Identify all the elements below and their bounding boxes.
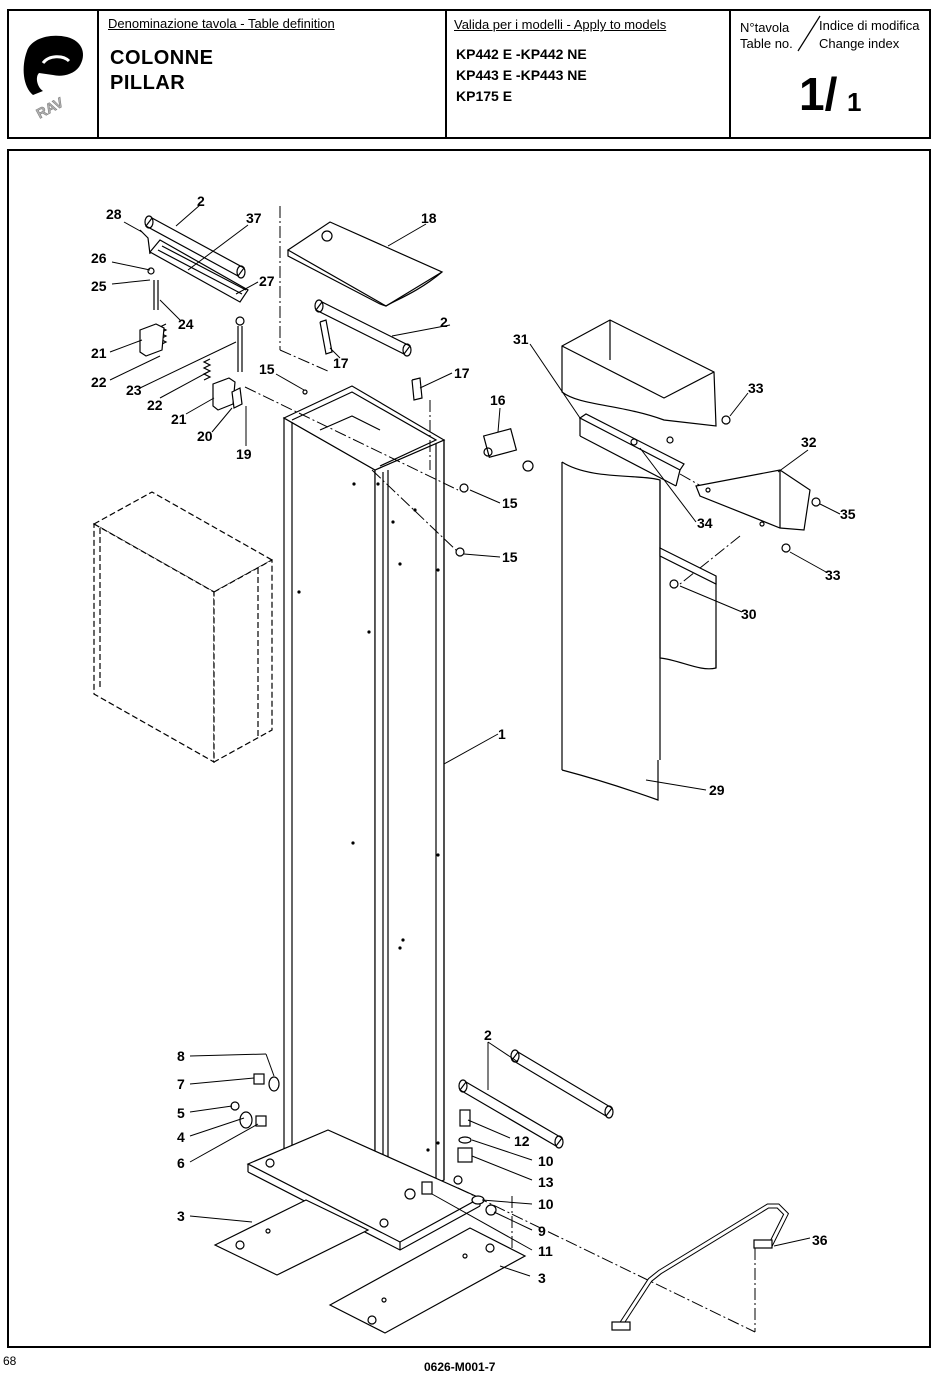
bracket-17-right xyxy=(411,377,423,401)
callout-29: 29 xyxy=(709,782,725,798)
table-number: 1/ xyxy=(799,68,838,120)
callout-13: 13 xyxy=(538,1174,554,1190)
callout-33-lower: 33 xyxy=(825,567,841,583)
cover-rail-31 xyxy=(578,413,685,487)
callout-2-top: 2 xyxy=(197,193,205,209)
model-line-1: KP442 E -KP442 NE xyxy=(456,46,587,62)
callout-17-left: 17 xyxy=(333,355,349,371)
rollers-lower xyxy=(458,1049,614,1149)
table-definition-label: Denominazione tavola - Table definition xyxy=(108,16,335,31)
diagonal-divider xyxy=(797,15,821,52)
arm-housing-cover xyxy=(561,319,717,427)
side-panel-29 xyxy=(561,461,717,801)
roller-middle xyxy=(314,299,412,357)
pins-and-springs xyxy=(139,267,245,411)
leader-lines xyxy=(109,204,841,1277)
change-index-label-it: Indice di modifica xyxy=(819,18,920,33)
rod-36 xyxy=(611,1203,790,1331)
control-box-dashed xyxy=(92,491,274,764)
callout-20: 20 xyxy=(197,428,213,444)
callout-27: 27 xyxy=(259,273,275,289)
roller-assembly-top xyxy=(139,215,249,303)
callout-3-right: 3 xyxy=(538,1270,546,1286)
callout-1: 1 xyxy=(498,726,506,742)
floor-bar-left xyxy=(213,1199,370,1276)
callout-35: 35 xyxy=(840,506,856,522)
callout-23: 23 xyxy=(126,382,142,398)
callout-5: 5 xyxy=(177,1105,185,1121)
callout-19: 19 xyxy=(236,446,252,462)
change-index-label-en: Change index xyxy=(819,36,900,51)
callout-12: 12 xyxy=(514,1133,530,1149)
callout-34: 34 xyxy=(697,515,713,531)
callout-16: 16 xyxy=(490,392,506,408)
callout-30: 30 xyxy=(741,606,757,622)
motor-16 xyxy=(482,428,534,472)
callout-26: 26 xyxy=(91,250,107,266)
callout-22-left: 22 xyxy=(91,374,107,390)
bracket-17-left xyxy=(319,319,333,355)
title-english: PILLAR xyxy=(110,72,186,94)
callout-22-right: 22 xyxy=(147,397,163,413)
change-index-number: 1 xyxy=(847,87,862,117)
callout-9: 9 xyxy=(538,1223,546,1239)
logo-cell: RAV xyxy=(9,11,97,137)
apply-models-label: Valida per i modelli - Apply to models xyxy=(454,17,667,32)
floor-bar-right xyxy=(328,1227,527,1334)
callout-21-right: 21 xyxy=(171,411,187,427)
small-hardware-lower xyxy=(230,1073,497,1216)
callout-7: 7 xyxy=(177,1076,185,1092)
screws xyxy=(302,389,821,557)
top-cover xyxy=(286,221,444,307)
model-line-2: KP443 E -KP443 NE xyxy=(456,67,587,83)
callout-32: 32 xyxy=(801,434,817,450)
callout-18: 18 xyxy=(421,210,437,226)
callout-15-lower: 15 xyxy=(502,549,518,565)
callout-21-left: 21 xyxy=(91,345,107,361)
callout-28: 28 xyxy=(106,206,122,222)
rav-logo: RAV xyxy=(23,35,83,122)
table-no-label-en: Table no. xyxy=(740,36,793,51)
callout-17-right: 17 xyxy=(454,365,470,381)
plate-32 xyxy=(695,469,811,531)
pillar-body xyxy=(282,385,446,1212)
callout-10-lower: 10 xyxy=(538,1196,554,1212)
model-line-3: KP175 E xyxy=(456,88,513,104)
page-number: 68 xyxy=(3,1354,17,1368)
callout-2-lower: 2 xyxy=(484,1027,492,1043)
callout-37: 37 xyxy=(246,210,262,226)
document-code: 0626-M001-7 xyxy=(424,1360,496,1374)
callout-33-top: 33 xyxy=(748,380,764,396)
table-no-label-it: N°tavola xyxy=(740,20,790,35)
callout-10-upper: 10 xyxy=(538,1153,554,1169)
callout-25: 25 xyxy=(91,278,107,294)
callout-24: 24 xyxy=(178,316,194,332)
callout-6: 6 xyxy=(177,1155,185,1171)
callout-8: 8 xyxy=(177,1048,185,1064)
drawing-frame xyxy=(7,149,931,1348)
callout-3-left: 3 xyxy=(177,1208,185,1224)
title-block: RAV Denominazione tavola - Table definit… xyxy=(7,9,931,139)
callout-2-middle: 2 xyxy=(440,314,448,330)
callout-4: 4 xyxy=(177,1129,185,1145)
callout-11: 11 xyxy=(538,1243,553,1259)
callout-36: 36 xyxy=(812,1232,828,1248)
title-italian: COLONNE xyxy=(110,47,214,69)
callout-15-top: 15 xyxy=(259,361,275,377)
callout-31: 31 xyxy=(513,331,529,347)
callout-15-middle: 15 xyxy=(502,495,518,511)
bracket-30 xyxy=(659,547,717,589)
